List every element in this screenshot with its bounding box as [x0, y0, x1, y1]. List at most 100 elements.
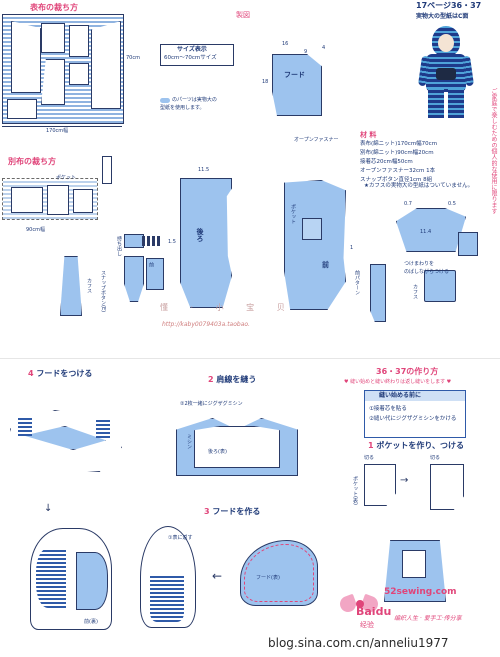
front-pocket-outline — [302, 218, 322, 240]
cuff-pattern-label: カフス — [412, 284, 418, 299]
front-draft — [284, 180, 346, 310]
howto-box-title: 縫い始める前に — [379, 392, 422, 399]
step4-number: 4 — [28, 369, 34, 378]
step4-illustration-bottom — [20, 518, 130, 638]
right-side-note: ご家庭で楽しむための個人的な使用に限ります — [490, 88, 497, 214]
url-watermark: http://kaby0079403a.taobao. — [162, 321, 250, 328]
step3-title: フードを作る — [212, 507, 261, 516]
hood-dim-9: 9 — [304, 49, 308, 55]
step4-heading: 4 フードをつける — [28, 370, 92, 378]
size-box-text: 60cm〜70cmサイズ — [164, 55, 217, 61]
front-draft-label: 前 — [322, 261, 329, 269]
open-fastener-label: オープンファスナー — [294, 137, 339, 143]
back-draft — [180, 178, 232, 308]
baidu-watermark: Baidu — [356, 605, 392, 618]
hood-dim-18: 18 — [262, 79, 269, 85]
sub-fabric-layout — [2, 178, 98, 220]
mini-front-piece — [146, 258, 164, 290]
step2-number: 2 — [208, 375, 214, 384]
sub-fabric-width: 90cm幅 — [26, 227, 45, 233]
step2-heading: 2 肩線を縫う — [208, 376, 256, 384]
size-box-title: サイズ表示 — [177, 46, 207, 53]
cut-label: 切る — [364, 455, 375, 461]
front-facing-draft — [370, 264, 386, 322]
front-pocket-label: ポケット — [290, 204, 296, 224]
legend-line2: 型紙を使用します。 — [160, 105, 205, 111]
left-arrow: ← — [212, 569, 223, 583]
material-line: 接着芯20cm幅50cm — [360, 159, 413, 165]
legend-line1: のパーツは実物大の — [172, 97, 217, 103]
cuff-label: カフス — [86, 278, 92, 293]
main-fabric-layout — [2, 14, 124, 124]
blog-watermark: blog.sina.com.cn/anneliu1977 — [268, 636, 449, 650]
legend-swatch — [160, 98, 170, 103]
hood-draft — [272, 54, 322, 116]
page-ref-subtitle: 実物大の型紙はC面 — [416, 13, 469, 20]
mini-tab-piece — [124, 234, 144, 248]
howto-box-line2: ②縫い代にジグザグミシンをかける — [369, 416, 457, 422]
step3-left-illustration — [140, 526, 196, 630]
corner-sub: 编织人生 · 爱手工·传分享 — [394, 615, 462, 622]
pocket-omote-label: ポケット(表) — [352, 476, 358, 505]
howto-subtitle: ♥ 縫い始めと縫い終わりは返し縫いをします ♥ — [344, 379, 452, 385]
ribbon-logo — [337, 590, 381, 620]
howto-title: 36・37の作り方 — [376, 367, 439, 376]
shop-watermark: 懂 · 小 宝 贝 — [160, 303, 295, 312]
step1-pocket-illustration — [364, 464, 396, 506]
step2-back-label: 後ろ(表) — [208, 449, 227, 455]
down-arrow: ↓ — [44, 503, 53, 514]
step3-hood-label: フード(表) — [256, 575, 280, 581]
material-line: オープンファスナー32cm 1本 — [360, 168, 436, 174]
step1-front-illustration — [384, 540, 446, 602]
checker-marker — [142, 236, 162, 246]
materials-note: ★カフスの実物大の型紙はついていません。 — [364, 183, 474, 189]
step3-number: 3 — [204, 507, 210, 516]
step1-title: ポケットを作り、つける — [376, 441, 465, 450]
pocket-layout-label: ポケット — [56, 175, 77, 181]
page-ref-title: 17ページ36・37 — [416, 1, 482, 10]
step2-mishin: ミシン — [186, 434, 192, 449]
back-dim-41: 1.5 — [168, 239, 176, 245]
fabric-width-label: 170cm幅 — [46, 128, 69, 134]
cuff-small-pattern — [424, 270, 456, 302]
right-arrow: → — [400, 475, 409, 486]
step1-pocket-illustration-2 — [430, 464, 464, 510]
fabric-height-label: 70cm — [126, 55, 140, 61]
hood-dim: 0.5 — [448, 201, 456, 207]
step2-title: 肩線を縫う — [216, 375, 257, 384]
material-line: 別布(綿ニット)90cm幅20cm — [360, 150, 434, 156]
cuff-pattern-piece — [60, 256, 82, 316]
step4-illustration-top — [10, 390, 122, 490]
cutting-layout-title: 表布の裁ち方 — [30, 3, 78, 12]
step1-number: 1 — [368, 441, 374, 450]
step2-note: ②2枚一緒にジグザグミシン — [180, 401, 243, 407]
hood-draft-label: フード — [284, 71, 305, 79]
hood-side-pattern — [458, 232, 478, 256]
snap-label: スナップボタン(E) — [100, 270, 106, 313]
tab-label: 持ち出し — [116, 236, 122, 256]
mini-back-piece — [124, 256, 144, 302]
hood-dim-16: 16 — [282, 41, 289, 47]
hood-front-pattern — [396, 208, 466, 252]
step4-title: フードをつける — [36, 369, 93, 378]
step4-front-label: 前(裏) — [84, 619, 98, 625]
hood-note2: のばしながらつける — [404, 269, 450, 275]
size-box: サイズ表示 60cm〜70cmサイズ — [160, 44, 234, 66]
hood-dim: 11.4 — [420, 229, 432, 235]
materials-title: 材 料 — [360, 131, 377, 139]
back-dim: 11.5 — [198, 167, 210, 173]
back-draft-label: 後ろ — [196, 228, 204, 242]
cut-label-2: 切る — [430, 455, 441, 461]
baidu-sub: 经验 — [360, 621, 374, 629]
step3-note: ①表に返す — [168, 535, 193, 541]
front-facing-label: 前パターン — [354, 270, 360, 295]
howto-box: 縫い始める前に ①接着芯を貼る ②縫い代にジグザグミシンをかける — [364, 390, 466, 438]
step2-illustration — [176, 410, 298, 476]
section-divider — [0, 358, 500, 359]
material-line: スナップボタン直径1cm 8組 — [360, 177, 433, 183]
hood-dim-4: 4 — [322, 45, 326, 51]
step3-heading: 3 フードを作る — [204, 508, 260, 516]
material-line: 表布(綿ニット)170cm幅70cm — [360, 141, 438, 147]
draft-title: 製図 — [236, 11, 250, 19]
step3-right-illustration — [240, 540, 318, 606]
